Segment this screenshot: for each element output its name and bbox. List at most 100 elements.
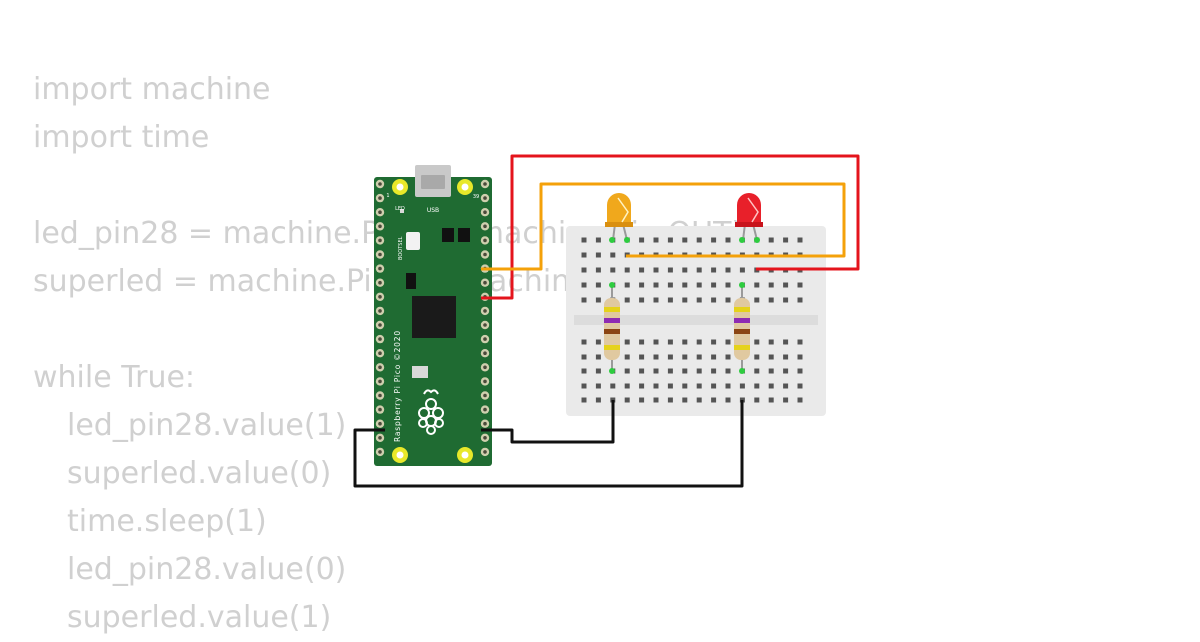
- breadboard-hole: [667, 267, 673, 273]
- breadboard-hole: [797, 354, 803, 360]
- red-wire: [481, 154, 860, 300]
- breadboard-hole: [768, 397, 774, 403]
- breadboard-hole: [725, 368, 731, 374]
- breadboard-hole: [682, 339, 688, 345]
- breadboard-hole: [797, 397, 803, 403]
- pin-1-label: 1: [386, 193, 389, 199]
- breadboard-hole: [682, 237, 688, 243]
- breadboard-hole: [768, 354, 774, 360]
- led-label: LED: [395, 206, 405, 212]
- breadboard-hole: [711, 282, 717, 288]
- breadboard-hole: [639, 282, 645, 288]
- breadboard-hole: [725, 339, 731, 345]
- breadboard-hole: [610, 267, 616, 273]
- breadboard-hole: [653, 339, 659, 345]
- breadboard-hole: [768, 297, 774, 303]
- raspberry-pi-pico-board: USB LED 1 39 BOOTSEL Raspberry Pi Pico ©…: [374, 165, 492, 466]
- code-line: superled.value(1): [67, 600, 332, 635]
- bootsel-button: [406, 232, 420, 250]
- breadboard-hole: [696, 339, 702, 345]
- breadboard-hole: [783, 354, 789, 360]
- breadboard-hole: [768, 237, 774, 243]
- breadboard-hole: [797, 339, 803, 345]
- breadboard-hole: [581, 267, 587, 273]
- breadboard-hole: [754, 297, 760, 303]
- breadboard-hole: [696, 297, 702, 303]
- breadboard-hole: [595, 354, 601, 360]
- breadboard-hole: [725, 267, 731, 273]
- breadboard-hole: [639, 339, 645, 345]
- breadboard-hole: [624, 267, 630, 273]
- connection-points: [609, 237, 760, 374]
- breadboard-hole: [696, 368, 702, 374]
- breadboard-hole: [682, 397, 688, 403]
- breadboard-hole: [667, 354, 673, 360]
- bootsel-label: BOOTSEL: [398, 236, 404, 260]
- breadboard-hole: [595, 237, 601, 243]
- board-name: Raspberry Pi Pico ©2020: [393, 330, 402, 442]
- breadboard-hole: [783, 368, 789, 374]
- orange-wire: [481, 182, 846, 271]
- breadboard-hole: [725, 383, 731, 389]
- breadboard-hole: [653, 282, 659, 288]
- breadboard-hole: [624, 282, 630, 288]
- breadboard-hole: [696, 282, 702, 288]
- breadboard-hole: [725, 397, 731, 403]
- breadboard-hole: [797, 368, 803, 374]
- breadboard-hole: [696, 354, 702, 360]
- breadboard-hole: [711, 267, 717, 273]
- breadboard-hole: [711, 354, 717, 360]
- breadboard-hole: [639, 383, 645, 389]
- breadboard-hole: [624, 383, 630, 389]
- breadboard-hole: [667, 282, 673, 288]
- breadboard-hole: [682, 383, 688, 389]
- breadboard-hole: [711, 383, 717, 389]
- breadboard-hole: [754, 383, 760, 389]
- code-line: led_pin28.value(1): [67, 408, 347, 443]
- breadboard-hole: [682, 282, 688, 288]
- code-line: led_pin28.value(0): [67, 552, 347, 587]
- breadboard-hole: [581, 368, 587, 374]
- breadboard-hole: [595, 282, 601, 288]
- raspberry-logo-icon: [418, 389, 444, 435]
- breadboard-hole: [783, 282, 789, 288]
- breadboard-hole: [653, 368, 659, 374]
- breadboard-hole: [595, 368, 601, 374]
- breadboard-hole: [711, 237, 717, 243]
- breadboard-hole: [595, 339, 601, 345]
- breadboard-hole: [797, 237, 803, 243]
- breadboard-hole: [639, 297, 645, 303]
- breadboard-hole: [653, 267, 659, 273]
- breadboard-hole: [639, 237, 645, 243]
- breadboard-hole: [797, 297, 803, 303]
- breadboard-hole: [696, 383, 702, 389]
- black-ground-wire: [481, 400, 615, 444]
- breadboard-hole: [581, 282, 587, 288]
- pin-39-label: 39: [473, 194, 479, 200]
- breadboard-hole: [682, 368, 688, 374]
- breadboard-hole: [783, 339, 789, 345]
- breadboard-hole: [624, 397, 630, 403]
- pico-pins: [375, 179, 490, 457]
- breadboard-hole: [639, 397, 645, 403]
- breadboard-hole: [725, 354, 731, 360]
- breadboard-hole: [768, 282, 774, 288]
- breadboard-hole: [783, 383, 789, 389]
- breadboard-hole: [624, 368, 630, 374]
- breadboard-hole: [667, 339, 673, 345]
- breadboard-hole: [595, 297, 601, 303]
- code-line: import time: [33, 120, 210, 155]
- breadboard-hole: [768, 383, 774, 389]
- breadboard-hole: [667, 237, 673, 243]
- breadboard-hole: [754, 368, 760, 374]
- breadboard-hole: [581, 297, 587, 303]
- breadboard-hole: [711, 297, 717, 303]
- code-line: time.sleep(1): [67, 504, 267, 539]
- breadboard-hole: [768, 339, 774, 345]
- breadboard-hole: [696, 397, 702, 403]
- breadboard-hole: [639, 267, 645, 273]
- code-line: import machine: [33, 72, 271, 107]
- breadboard-hole: [739, 383, 745, 389]
- onboard-led: [400, 209, 404, 213]
- breadboard-hole: [725, 282, 731, 288]
